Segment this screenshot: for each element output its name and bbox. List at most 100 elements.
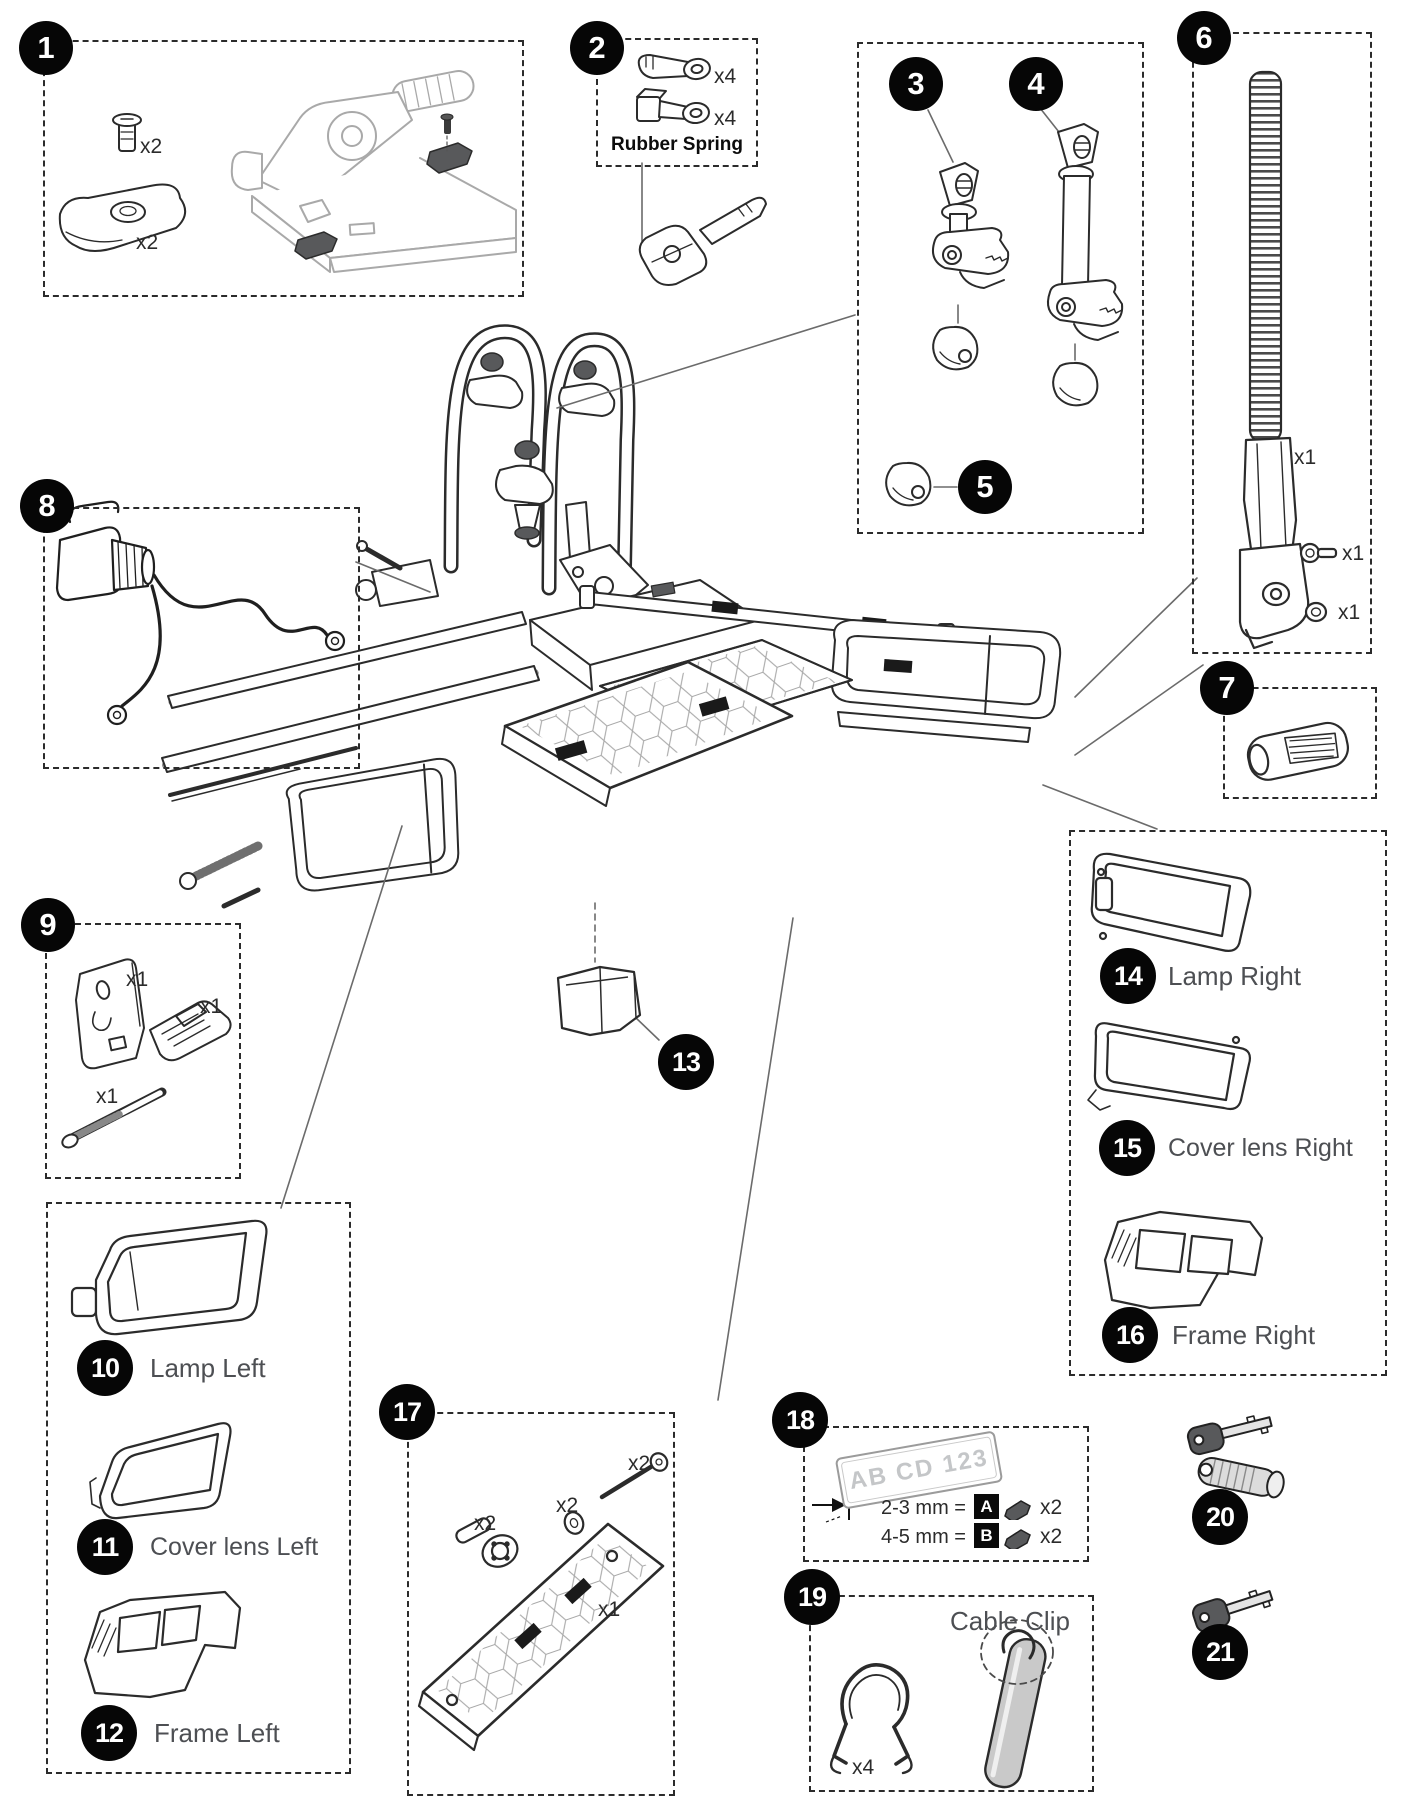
qty-group1-clamp: x2 (136, 231, 159, 254)
qty-group18-a: x2 (1040, 1496, 1063, 1519)
carrier-rails (161, 611, 540, 802)
cover-lens-right-label: Cover lens Right (1168, 1133, 1353, 1162)
callout-7: 7 (1200, 661, 1254, 715)
group1-parts (58, 70, 517, 273)
carrier-right-lamp-pod (830, 619, 1062, 743)
group2-box (596, 38, 758, 167)
callout-4: 4 (1009, 57, 1063, 111)
callout-18: 18 (772, 1392, 828, 1448)
bulb-connector-right (324, 630, 346, 652)
cover-lens-left-illustration (89, 1422, 232, 1520)
qty-group6-strap: x1 (1294, 446, 1317, 469)
carrier-bike-arms (443, 324, 636, 600)
holder-cup-illustration (556, 965, 642, 1037)
qty-group2-spring2: x4 (714, 107, 737, 130)
frame-right-label: Frame Right (1172, 1319, 1316, 1350)
qty-group17-nut: x2 (474, 1512, 497, 1535)
lock-and-keys (1186, 1415, 1285, 1633)
carrier-wheel-ramps (501, 639, 853, 807)
tube-with-clip-illustration (980, 1619, 1054, 1789)
callout-9: 9 (21, 898, 75, 952)
strap-washer-illustration (1304, 601, 1328, 623)
carrier-left-lamp-pod (285, 757, 460, 892)
group17-parts (417, 1452, 669, 1752)
carrier-pivot (529, 501, 761, 691)
rubber-spring-label: Rubber Spring (611, 134, 743, 155)
group345-parts (885, 123, 1124, 507)
group9-parts (61, 958, 232, 1149)
ramp-plate-illustration (417, 1522, 665, 1752)
long-clamp-arm-illustration (1047, 123, 1124, 361)
group10-12-box (46, 1202, 351, 1774)
qty-group1-screw: x2 (140, 135, 163, 158)
callout-12: 12 (81, 1705, 137, 1761)
qty-group2-spring1: x4 (714, 65, 737, 88)
cable-illustration-2 (120, 584, 162, 708)
lamp-left-illustration (70, 1219, 268, 1336)
group2-parts (636, 54, 767, 286)
group10-12-parts (70, 1219, 268, 1699)
callout-10: 10 (77, 1340, 133, 1396)
callout-1: 1 (19, 21, 73, 75)
mounting-bracket-illustration (75, 958, 145, 1070)
frame-right-illustration (1103, 1210, 1264, 1310)
qty-group6-screw: x1 (1342, 542, 1365, 565)
carrier-hitch-screw (179, 540, 439, 909)
clamp-plate-illustration (58, 183, 187, 252)
gap-range-b: 4-5 mm = (880, 1526, 966, 1548)
barrel-nut-illustration (455, 1517, 519, 1568)
callout-21: 21 (1192, 1624, 1248, 1680)
callout-15: 15 (1099, 1120, 1155, 1176)
frame-left-illustration (83, 1590, 242, 1699)
group17-box (407, 1412, 675, 1796)
ramp-bolt-illustration (599, 1452, 669, 1500)
callout-19: 19 (784, 1569, 840, 1625)
callout-6: 6 (1177, 11, 1231, 65)
knob-4-illustration (1052, 361, 1099, 407)
qty-group6-washer: x1 (1338, 601, 1361, 624)
callout-17: 17 (379, 1384, 435, 1440)
wheel-strap-illustration (1238, 70, 1310, 650)
leader-lines (280, 107, 1204, 1401)
rubber-spring-2-illustration (636, 88, 710, 125)
cable-clip-label: Cable Clip (950, 1605, 1070, 1636)
qty-group9-buckle: x1 (200, 995, 223, 1018)
group3-4-5-box (857, 42, 1144, 534)
strap-screw-illustration (1299, 542, 1338, 564)
callout-13: 13 (658, 1034, 714, 1090)
group1-box (43, 40, 524, 297)
qty-group18-b: x2 (1040, 1525, 1063, 1548)
group8-box (43, 507, 360, 769)
group14-16-parts (1087, 852, 1264, 1310)
clamp-block-b-icon (1004, 1529, 1031, 1549)
installed-clamp-plates (294, 113, 473, 260)
lamp-right-illustration (1090, 852, 1252, 952)
key-20-illustration (1186, 1415, 1273, 1456)
group6-parts (1238, 70, 1338, 650)
knob-5-illustration (885, 461, 932, 507)
callout-5: 5 (958, 460, 1012, 514)
group18-box (803, 1426, 1089, 1562)
qty-group17-washer: x2 (556, 1494, 579, 1517)
qty-group19-clip: x4 (852, 1756, 875, 1779)
cover-lens-right-illustration (1087, 1022, 1252, 1111)
cable-illustration (152, 573, 329, 637)
cover-lens-left-label: Cover lens Left (150, 1532, 319, 1561)
rubber-spring-1-illustration (637, 54, 711, 81)
callout-3: 3 (889, 57, 943, 111)
gap-range-a: 2-3 mm = (880, 1497, 966, 1519)
lamp-left-label: Lamp Left (150, 1352, 266, 1383)
group8-parts (55, 500, 346, 726)
callout-2: 2 (570, 21, 624, 75)
group9-box (45, 923, 241, 1179)
qty-group17-bolt: x2 (628, 1452, 651, 1475)
long-bolt-illustration (61, 1087, 167, 1149)
callout-14: 14 (1100, 948, 1156, 1004)
qty-group9-bolt: x1 (96, 1085, 119, 1108)
qty-group17-plate: x1 (598, 1598, 621, 1621)
short-clamp-arm-illustration (932, 162, 1010, 324)
ratchet-buckle-illustration (149, 1000, 232, 1062)
letter-a-badge: A (974, 1494, 999, 1519)
